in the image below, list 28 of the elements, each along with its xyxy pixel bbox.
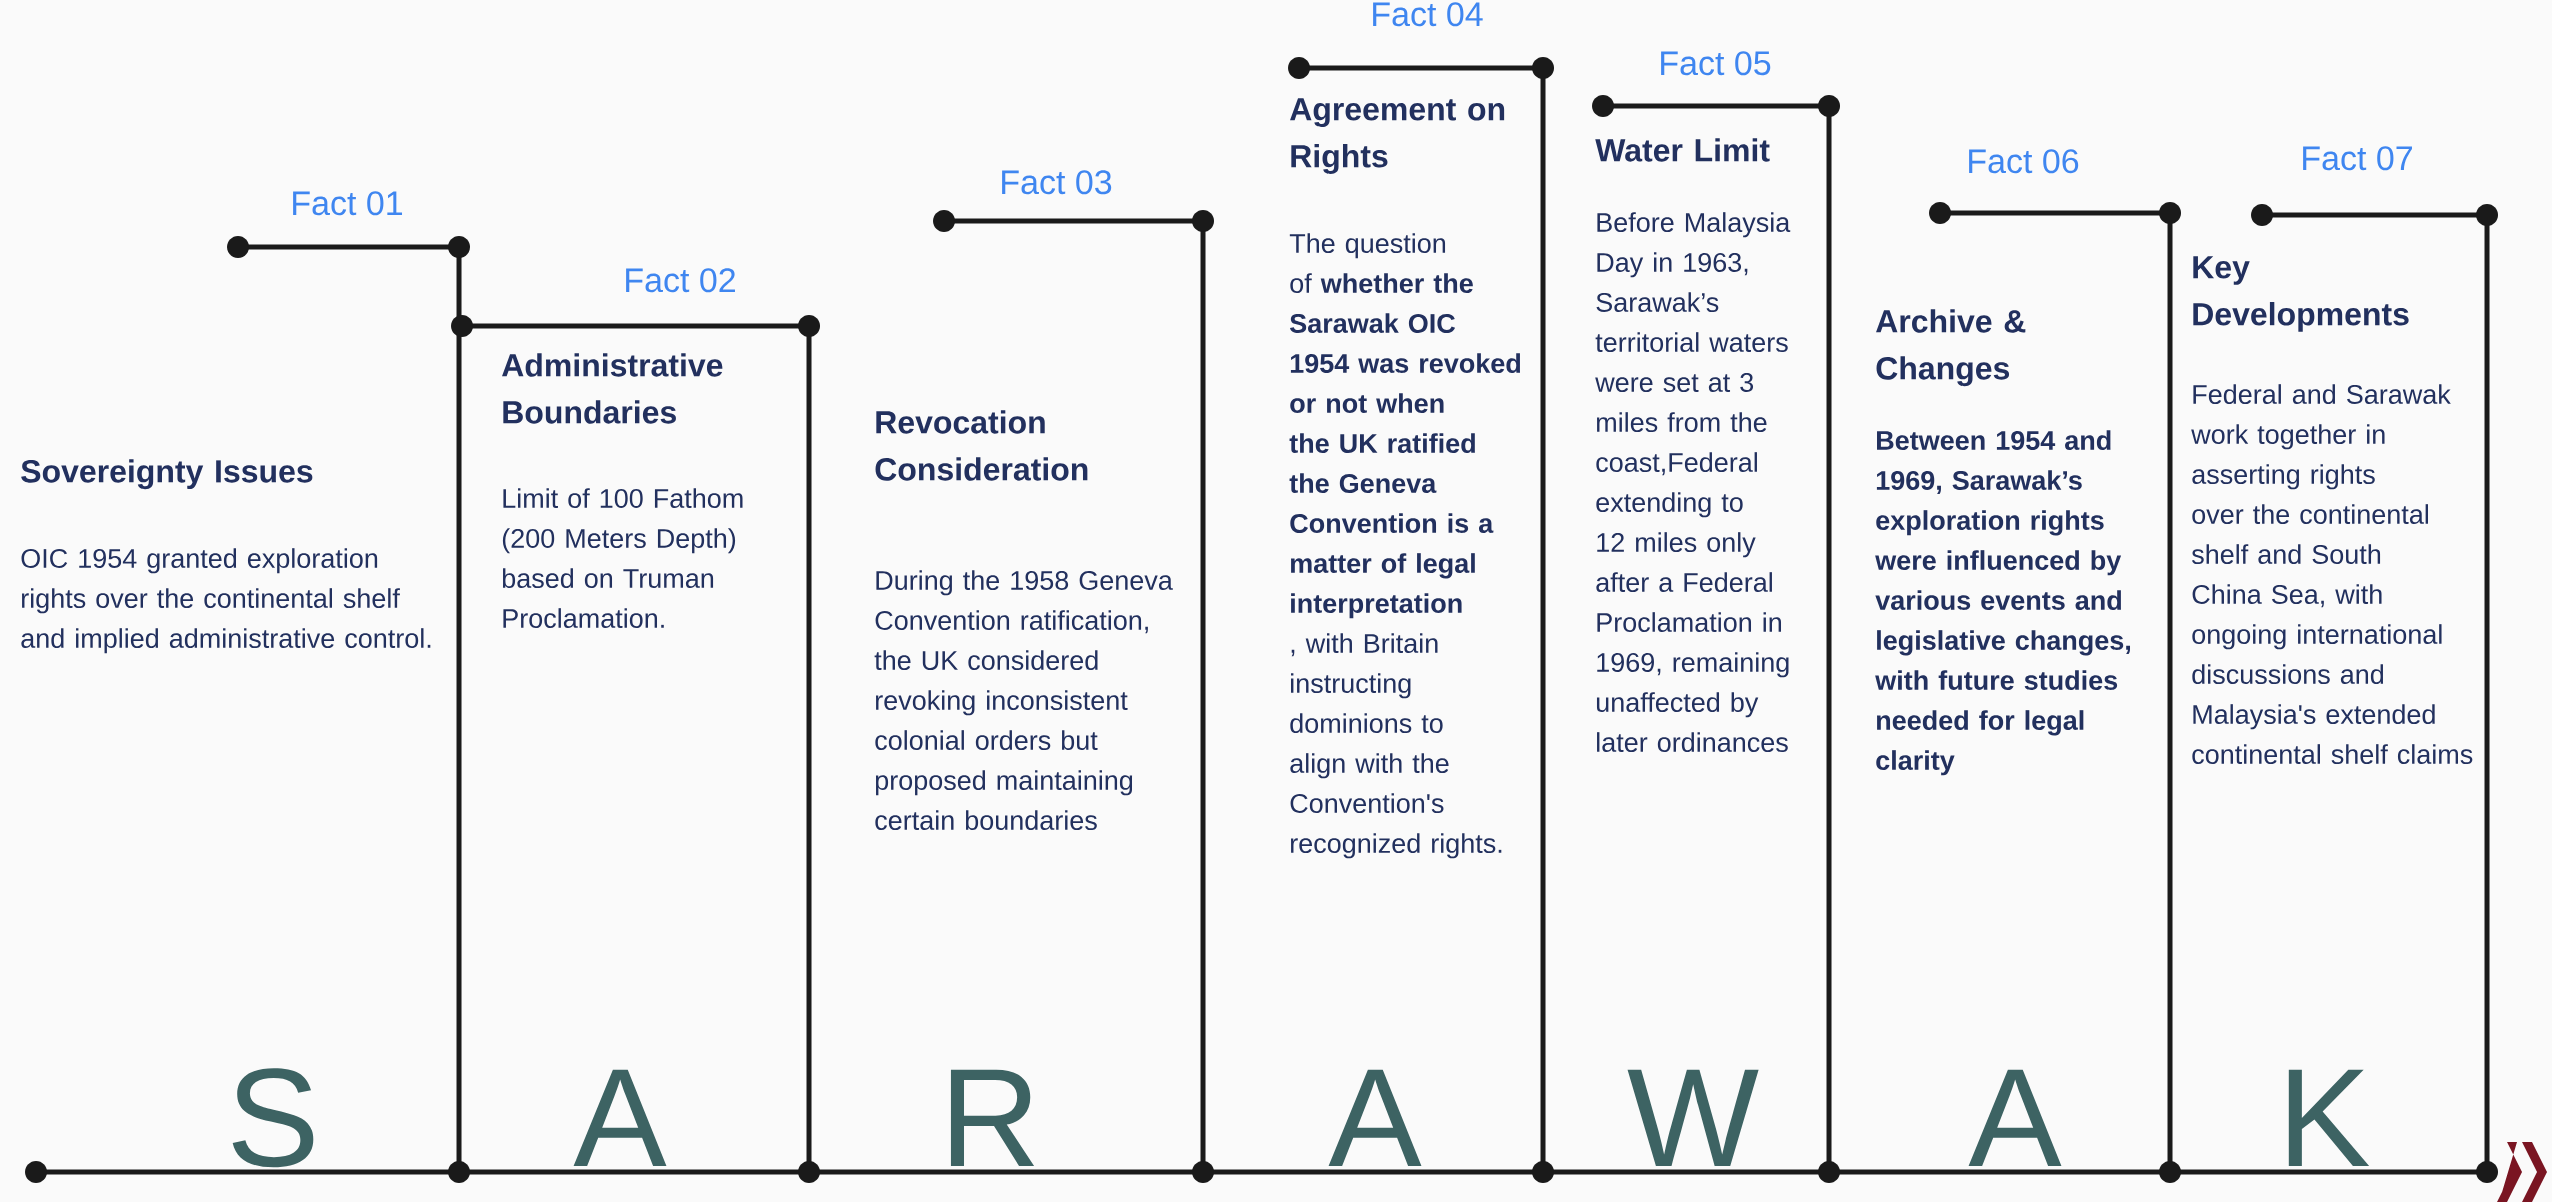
initial-letter: A <box>1968 1069 2062 1166</box>
body-text: Federal and Sarawak work together in asserting rights over the continental shelf and South China Sea, with ongoing international discussions and Malaysia's extended continental shelf claims <box>2191 384 2473 764</box>
body-text: During the 1958 Geneva Convention ratification, the UK considered revoking inconsistent colonial orders but proposed maintaining certain boundaries <box>874 570 1173 830</box>
heading: Archive & Changes <box>1876 309 2026 387</box>
body-text: OIC 1954 granted exploration rights over the continental shelf and implied administrative control. <box>21 548 431 654</box>
heading: Revocation Consideration <box>875 410 1088 481</box>
body-text: Between 1954 and 1969, Sarawak’s exploration rights were influenced by various events and legislative changes, with future studies needed for legal clarity <box>1875 430 2130 776</box>
heading: Administrative Boundaries <box>502 353 723 424</box>
initial-letter: W <box>1627 1069 1759 1166</box>
heading: Agreement on Rights <box>1290 98 1505 174</box>
initial-letter: S <box>232 1068 314 1168</box>
fact-label: Fact 04 <box>1373 2 1483 27</box>
heading: Water Limit <box>1595 138 1770 162</box>
body-text: Before Malaysia Day in 1963, Sarawak’s territorial waters were set at 3 miles from the coast,Federal extending to 12 miles only after a Federal Proclamation in 1969, remaining unaffected by later ordinances <box>1595 212 1791 752</box>
body-text: Limit of 100 Fathom (200 Meters Depth) based on Truman Proclamation. <box>502 488 743 628</box>
heading: Sovereignty Issues <box>21 459 313 490</box>
heading: Key Developments <box>2193 256 2409 332</box>
fact-label: Fact 05 <box>1661 51 1771 76</box>
fact-label: Fact 07 <box>2303 146 2412 171</box>
initial-letter: A <box>1328 1069 1422 1166</box>
fact-label: Fact 01 <box>293 191 402 216</box>
fact-label: Fact 02 <box>626 268 735 293</box>
fact-label: Fact 03 <box>1002 170 1112 195</box>
fact-label: Fact 06 <box>1969 149 2079 174</box>
initial-letter: K <box>2288 1069 2370 1166</box>
initial-letter: A <box>573 1069 667 1166</box>
initial-letter: R <box>950 1069 1035 1166</box>
body-text: The question of whether the Sarawak OIC 1954 was revoked or not when the UK ratified the Geneva Convention is a matter of legal interpretation , with Britain instructing dominions to align with the Convention's recognized rights. <box>1289 233 1521 859</box>
